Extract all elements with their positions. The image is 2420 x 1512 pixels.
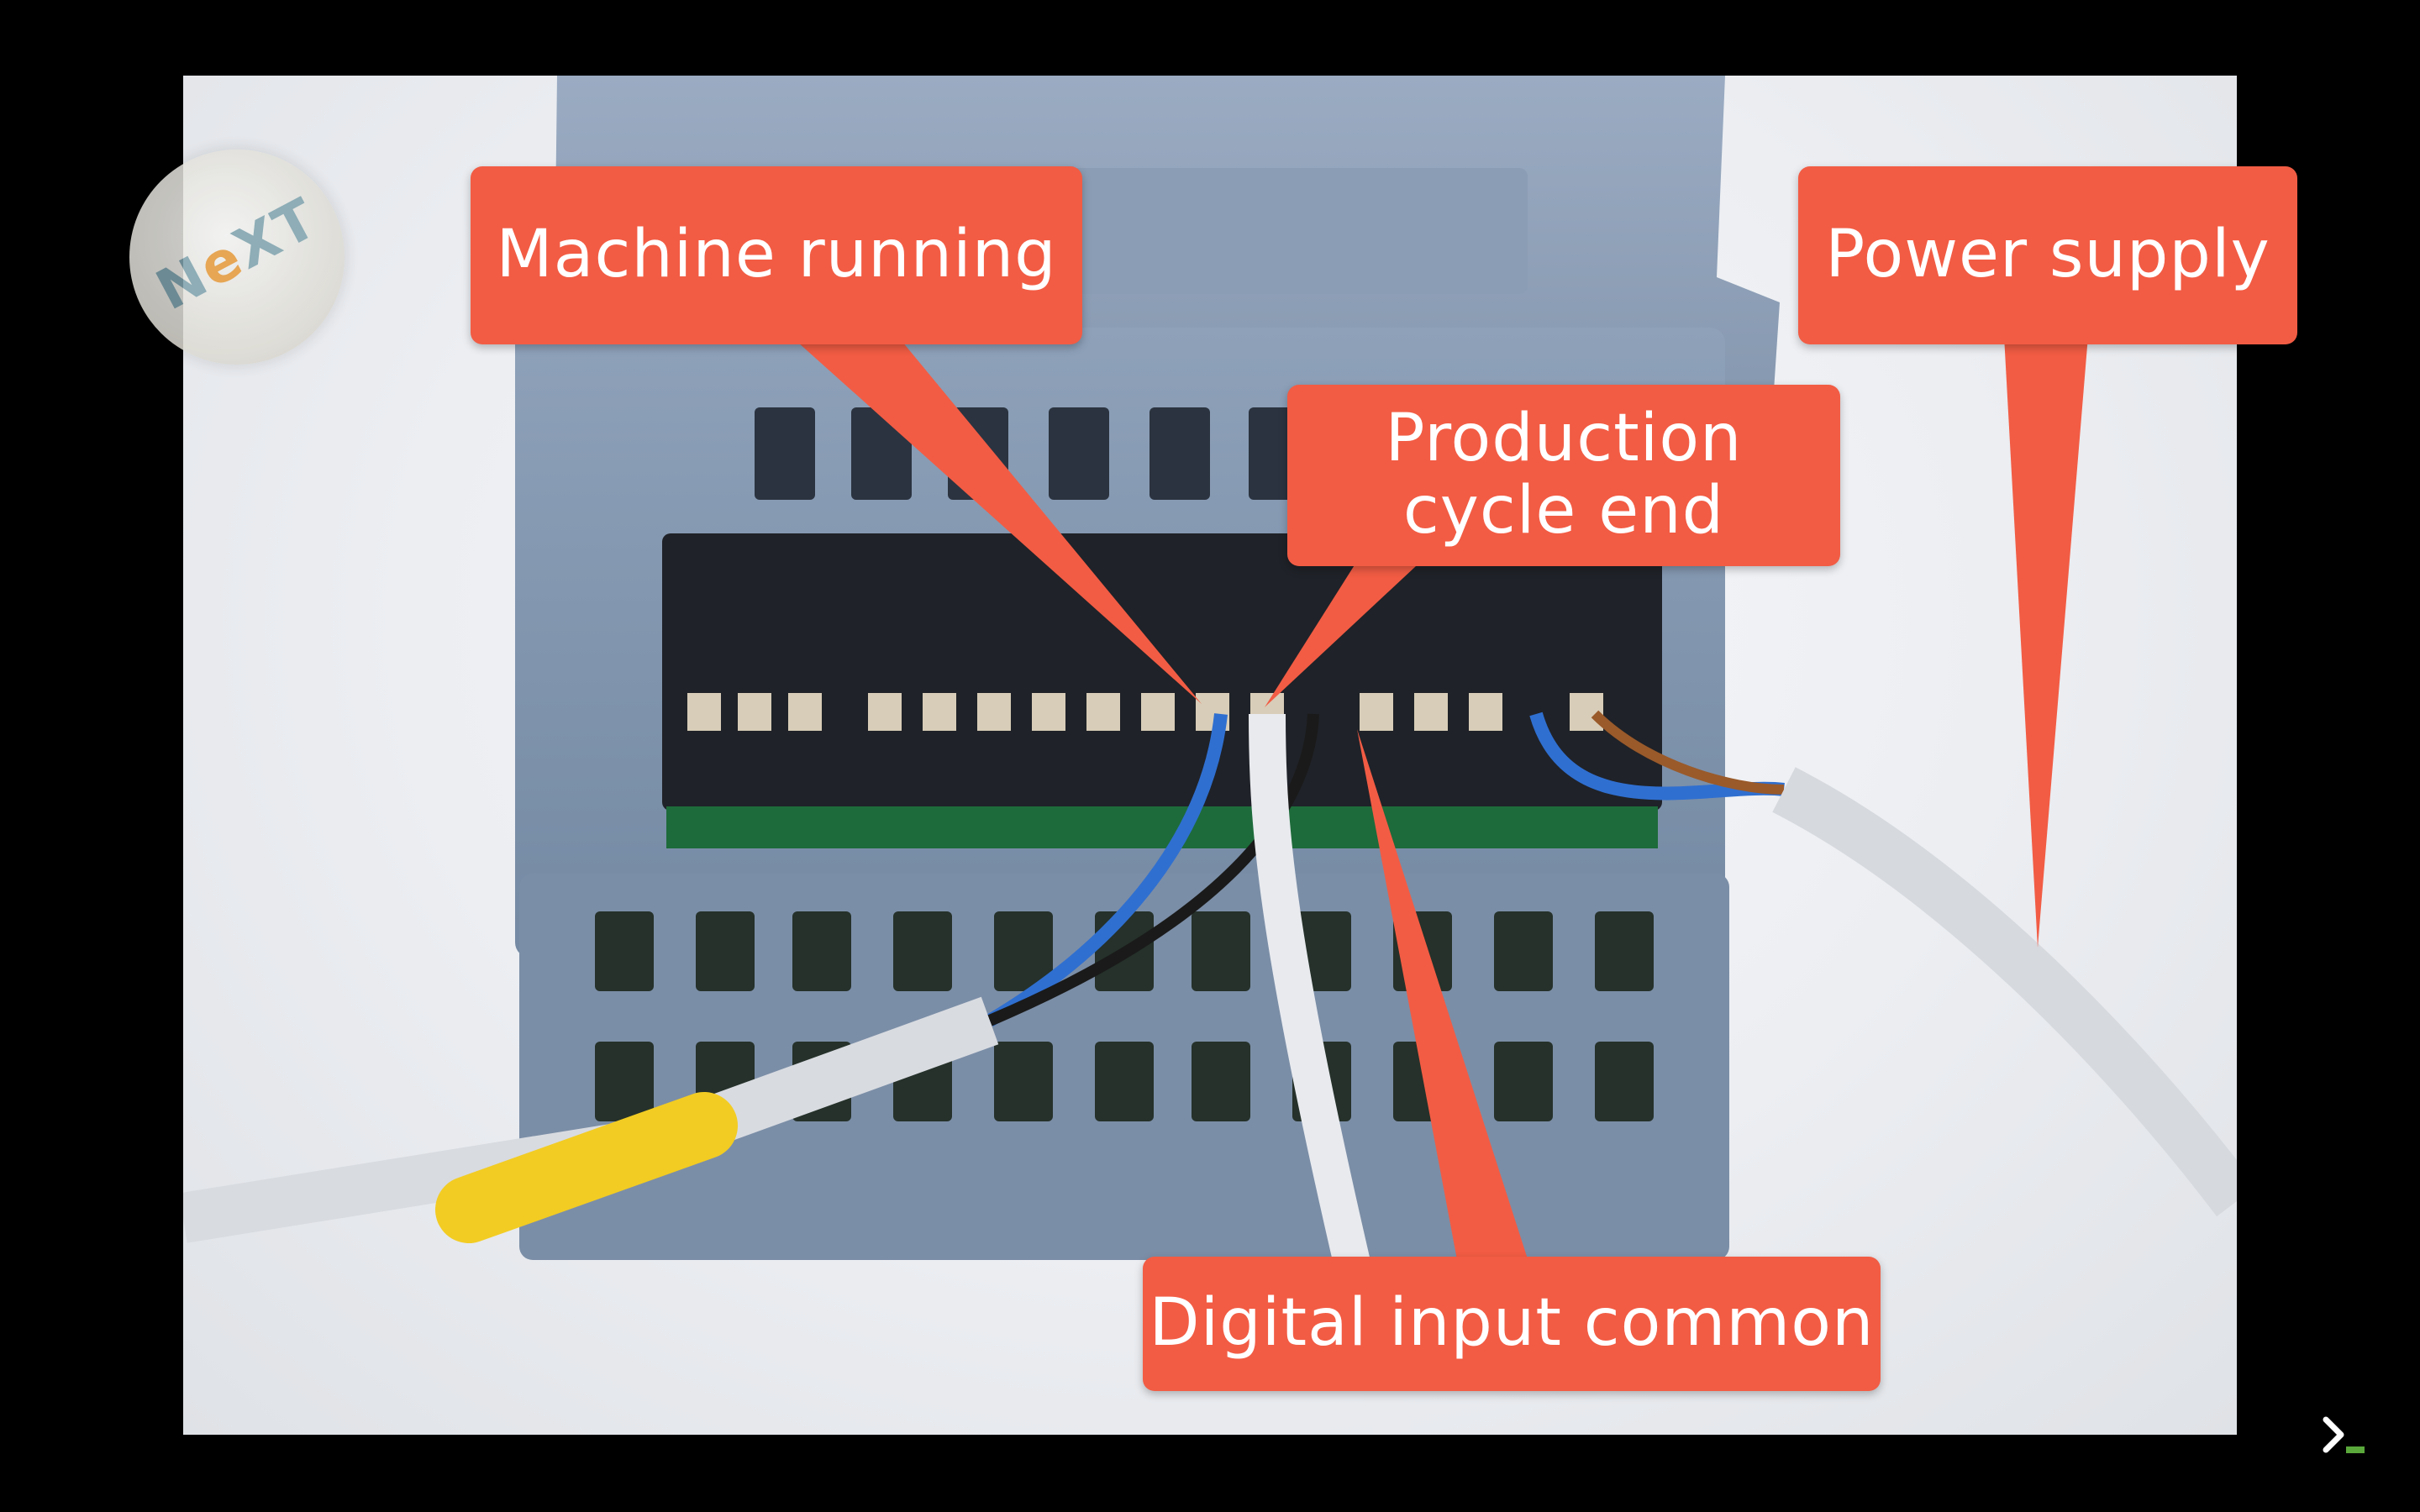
label-digital-input-common: Digital input common (1143, 1257, 1881, 1391)
label-production-cycle-end-line2: cycle end (1402, 473, 1725, 549)
label-machine-running-text: Machine running (496, 217, 1057, 293)
label-machine-running: Machine running (471, 166, 1082, 344)
production-cycle-pointer (1265, 554, 1428, 707)
label-power-supply-text: Power supply (1825, 217, 2270, 293)
label-production-cycle-end-line1: Production (1385, 401, 1743, 477)
chevron-right-icon (2323, 1416, 2365, 1453)
next-logo: NeXT (129, 150, 345, 365)
digital-input-pointer (1357, 729, 1529, 1264)
label-digital-input-common-text: Digital input common (1149, 1285, 1875, 1362)
label-production-cycle-end: Production cycle end (1287, 385, 1840, 566)
machine-running-pointer (781, 328, 1202, 704)
label-power-supply: Power supply (1798, 166, 2297, 344)
power-supply-pointer (2004, 336, 2088, 948)
